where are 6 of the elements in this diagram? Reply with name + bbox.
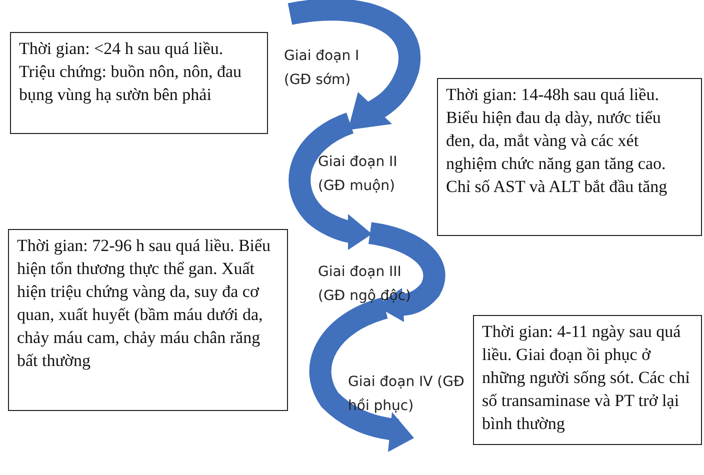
description-box: Thời gian: <24 h sau quá liều. Triệu chứng: buồn nôn, nôn, đau bụng vùng hạ sườn bên phải <box>10 32 268 134</box>
stage-label: Giai đoạn I (GĐ sớm) <box>284 47 360 90</box>
description-box: Thời gian: 4-11 ngày sau quá liều. Giai đoạn ồi phục ở những người sống sót. Các chỉ số transaminase và PT trở lại bình thường <box>473 315 702 445</box>
stage-label: Giai đoạn II (GĐ muộn) <box>318 153 398 196</box>
description-box: Thời gian: 14-48h sau quá liều. Biểu hiện đau dạ dày, nước tiểu đen, da, mắt vàng và các xét nghiệm chức năng gan tăng cao. Chỉ số AST và ALT bắt đầu tăng <box>437 78 702 236</box>
description-box: Thời gian: 72-96 h sau quá liều. Biểu hiện tổn thương thực thể gan. Xuất hiện triệu chứng vàng da, suy đa cơ quan, xuất huyết (bầm máu dưới da, chảy máu cam, chảy máu chân răng bất thường <box>8 229 288 411</box>
